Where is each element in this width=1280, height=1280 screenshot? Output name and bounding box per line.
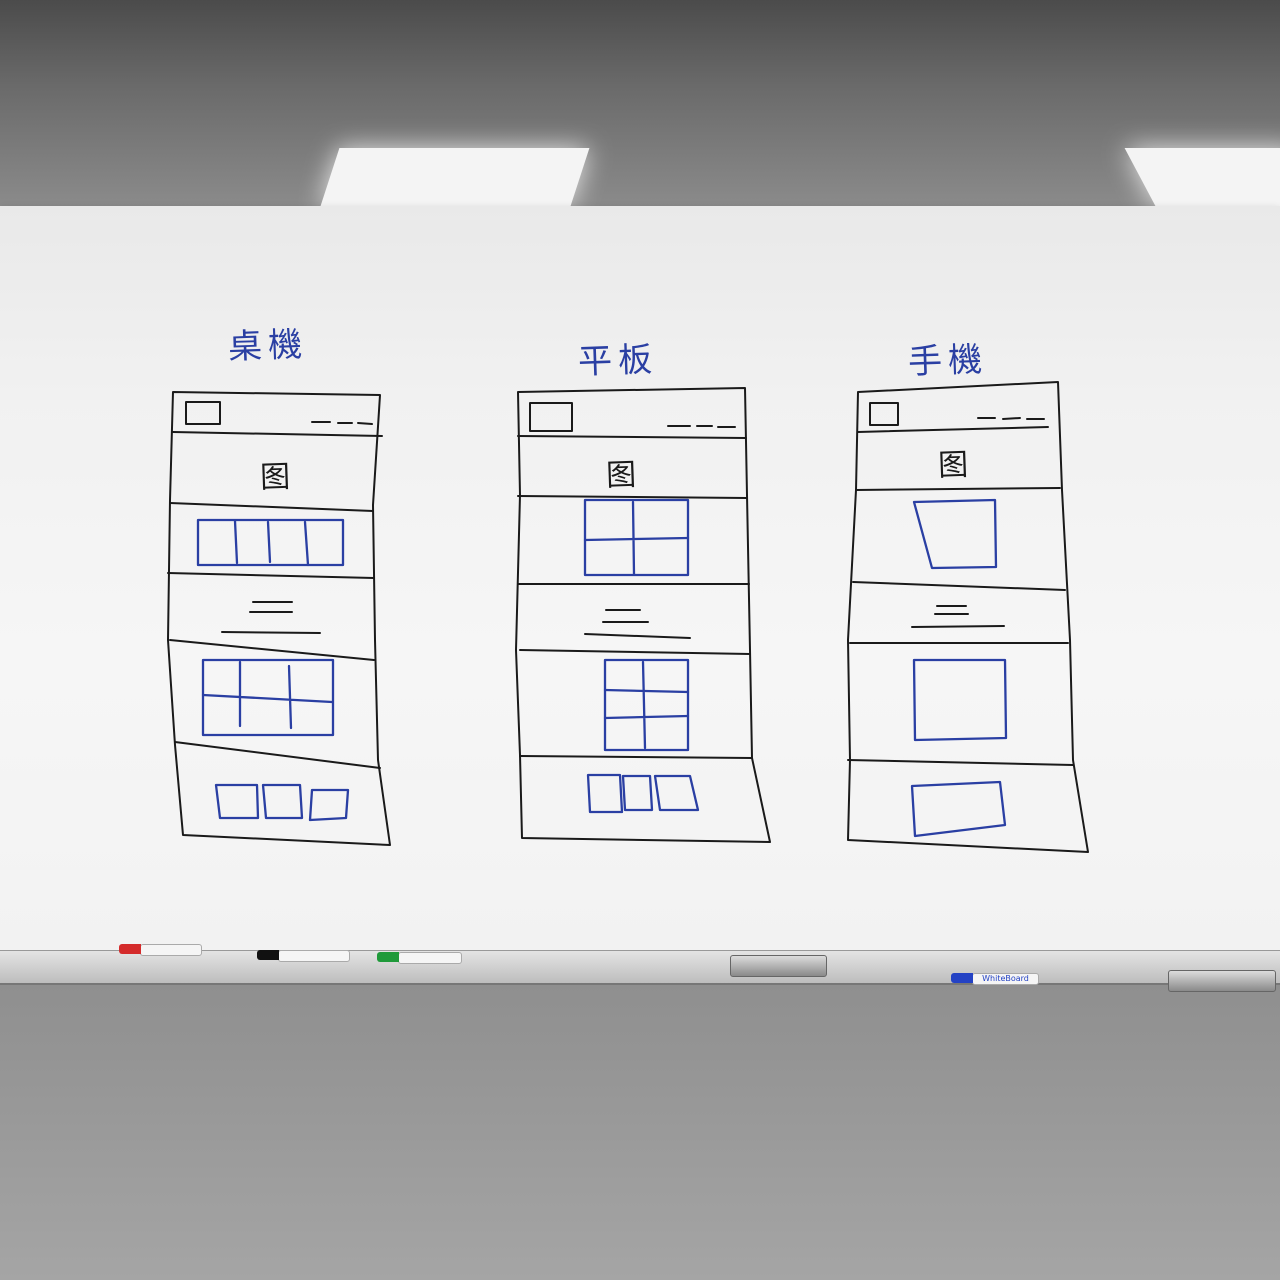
whiteboard-eraser[interactable] — [730, 955, 827, 977]
ceiling — [0, 0, 1280, 215]
wireframe-mobile — [847, 381, 1089, 853]
marker-cap — [377, 952, 399, 962]
marker-cap — [119, 944, 141, 954]
whiteboard-eraser[interactable] — [1168, 970, 1276, 992]
marker-tray — [0, 950, 1280, 983]
wireframe-desktop — [167, 391, 391, 846]
black-marker[interactable] — [257, 950, 350, 962]
marker-cap — [257, 950, 279, 960]
wireframe-tablet — [515, 387, 771, 843]
floor — [0, 985, 1280, 1280]
marker-brand-label: WhiteBoard — [982, 974, 1029, 983]
red-marker[interactable] — [119, 944, 202, 956]
green-marker[interactable] — [377, 952, 462, 964]
marker-cap — [951, 973, 973, 983]
blue-marker[interactable]: WhiteBoard — [951, 973, 1039, 985]
